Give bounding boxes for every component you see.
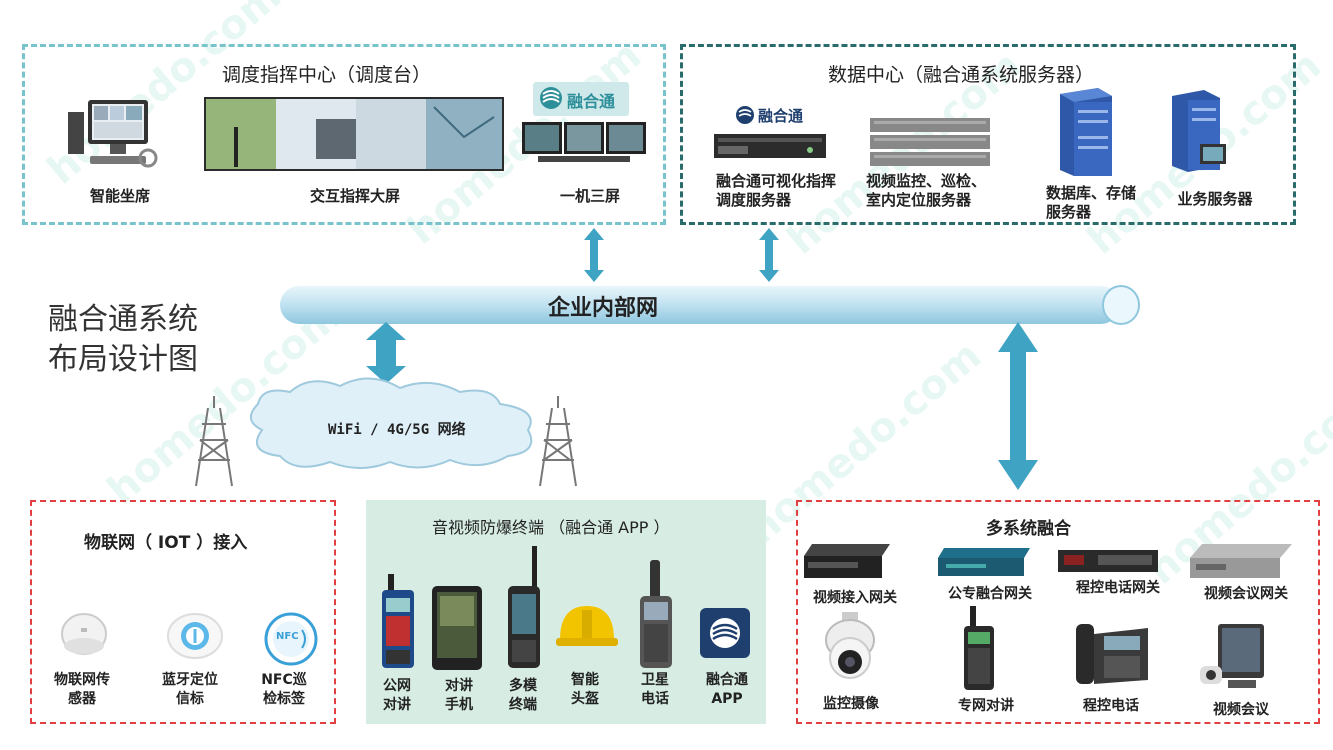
brand-logo-small-text: 融合通 <box>758 107 804 125</box>
command-big-screen-label: 交互指挥大屏 <box>309 187 400 205</box>
integration-panel <box>796 500 1320 724</box>
wireless-network-label: WiFi / 4G/5G 网络 <box>328 422 466 438</box>
smart-seat-icon <box>68 96 168 174</box>
terminals-title: 音视频防爆终端 （融合通 APP ） <box>432 518 670 537</box>
business-server-icon <box>1170 88 1230 182</box>
multimode-terminal-label: 多模终端 <box>509 678 537 713</box>
app-label: 融合通APP <box>706 672 748 707</box>
talkie-phone-label: 对讲手机 <box>445 678 473 713</box>
iot-sensor-label: 物联网传感器 <box>54 672 110 707</box>
private-talkie-icon <box>962 606 996 696</box>
video-patrol-server-label: 视频监控、巡检、室内定位服务器 <box>866 172 987 209</box>
surveillance-camera-label: 监控摄像 <box>823 696 879 712</box>
video-patrol-server-icon <box>868 116 992 172</box>
data-center-panel <box>680 44 1296 225</box>
iot-title: 物联网（ IOT ）接入 <box>84 533 248 553</box>
multimode-terminal-icon <box>504 546 544 674</box>
pbx-phone-icon <box>1074 618 1150 692</box>
smart-seat-label: 智能坐席 <box>89 187 150 205</box>
brand-logo-small: 融合通 <box>734 104 820 126</box>
diagram-title-line2: 布局设计图 <box>48 342 198 377</box>
data-center-title: 数据中心（融合通系统服务器） <box>828 64 1095 86</box>
dispatch-center-panel <box>22 44 666 225</box>
satellite-phone-label: 卫星电话 <box>641 672 669 707</box>
app-icon <box>700 608 750 662</box>
video-conf-gateway-icon <box>1188 542 1294 586</box>
command-big-screen-icon <box>204 97 504 175</box>
database-server-icon <box>1058 86 1114 182</box>
nfc-tag-label: NFC巡检标签 <box>261 672 307 707</box>
diagram-title-line1: 融合通系统 <box>48 302 198 337</box>
video-gateway-label: 视频接入网关 <box>813 590 897 606</box>
brand-logo: 融合通 <box>533 82 629 116</box>
public-talkie-icon <box>378 574 418 674</box>
pbx-gateway-label: 程控电话网关 <box>1076 580 1160 596</box>
three-screen-icon <box>520 120 648 172</box>
iot-sensor-icon <box>60 610 108 666</box>
surveillance-camera-icon <box>822 612 878 692</box>
satellite-phone-icon <box>638 560 674 674</box>
smart-helmet-icon <box>554 600 620 654</box>
database-server-label: 数据库、存储服务器 <box>1046 184 1137 221</box>
public-private-gateway-label: 公专融合网关 <box>948 586 1032 602</box>
pbx-phone-label: 程控电话 <box>1083 698 1139 714</box>
dispatch-center-title: 调度指挥中心（调度台） <box>222 64 432 86</box>
visual-dispatch-server-label: 融合通可视化指挥调度服务器 <box>716 172 837 209</box>
video-conference-label: 视频会议 <box>1213 702 1269 718</box>
brand-logo-text: 融合通 <box>567 92 616 111</box>
bluetooth-beacon-label: 蓝牙定位信标 <box>162 672 218 707</box>
private-talkie-label: 专网对讲 <box>958 698 1014 714</box>
public-talkie-label: 公网对讲 <box>383 678 411 713</box>
iot-panel <box>30 500 336 724</box>
video-conference-icon <box>1198 622 1272 696</box>
pbx-gateway-icon <box>1058 546 1158 580</box>
talkie-phone-icon <box>432 586 482 674</box>
video-gateway-icon <box>802 542 892 586</box>
intranet-label: 企业内部网 <box>548 296 659 321</box>
video-conf-gateway-label: 视频会议网关 <box>1204 586 1288 602</box>
smart-helmet-label: 智能头盔 <box>571 672 599 707</box>
integration-title: 多系统融合 <box>986 519 1071 539</box>
three-screen-label: 一机三屏 <box>559 187 620 205</box>
nfc-badge-text: NFC <box>276 631 299 642</box>
public-private-gateway-icon <box>936 546 1032 582</box>
visual-dispatch-server-icon <box>714 130 826 166</box>
nfc-tag-icon: NFC <box>264 612 318 670</box>
business-server-label: 业务服务器 <box>1177 190 1253 208</box>
bluetooth-beacon-icon <box>166 612 224 664</box>
